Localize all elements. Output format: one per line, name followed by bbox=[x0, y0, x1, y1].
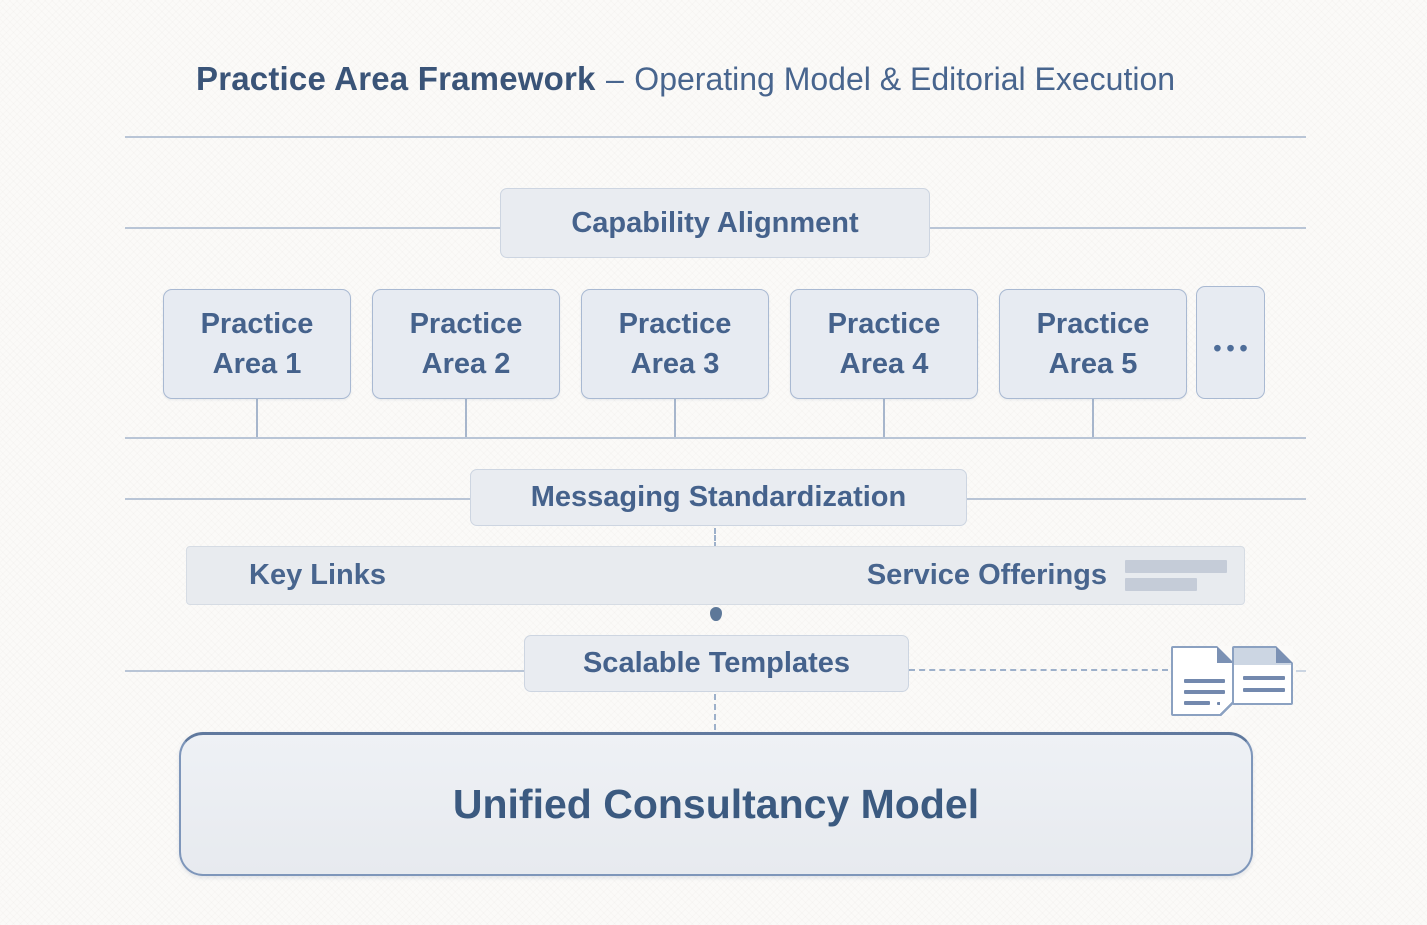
practice-area-4-box: Practice Area 4 bbox=[790, 289, 978, 399]
connector-line bbox=[1092, 399, 1094, 437]
page-title: Practice Area Framework – Operating Mode… bbox=[196, 60, 1175, 98]
connector-line bbox=[256, 399, 258, 437]
capability-alignment-box: Capability Alignment bbox=[500, 188, 930, 258]
dashed-connector bbox=[909, 669, 1168, 671]
practice-area-2-box: Practice Area 2 bbox=[372, 289, 560, 399]
title-separator: – bbox=[606, 61, 624, 97]
page-fold-icon bbox=[1217, 646, 1234, 663]
scalable-templates-label: Scalable Templates bbox=[582, 647, 851, 679]
practice-area-1-label: Practice Area 1 bbox=[200, 307, 314, 380]
connector-line bbox=[674, 399, 676, 437]
capability-alignment-label: Capability Alignment bbox=[571, 206, 859, 239]
dashed-connector bbox=[714, 694, 716, 730]
scalable-templates-box: Scalable Templates bbox=[524, 635, 909, 692]
page-curl-icon bbox=[1220, 702, 1234, 716]
document-page-front-icon bbox=[1232, 646, 1293, 705]
ellipsis-icon: ••• bbox=[1213, 335, 1253, 361]
practice-area-3-box: Practice Area 3 bbox=[581, 289, 769, 399]
service-offerings-label: Service Offerings bbox=[866, 559, 1107, 591]
practice-area-5-box: Practice Area 5 bbox=[999, 289, 1187, 399]
practice-area-1-box: Practice Area 1 bbox=[163, 289, 351, 399]
text-placeholder-line bbox=[1125, 560, 1227, 573]
messaging-standardization-box: Messaging Standardization bbox=[470, 469, 967, 526]
title-primary: Practice Area Framework bbox=[196, 60, 596, 97]
page-fold-icon bbox=[1276, 646, 1293, 663]
dashed-connector bbox=[714, 528, 716, 548]
connector-line bbox=[465, 399, 467, 437]
guide-line-practice-areas bbox=[125, 437, 1306, 439]
guide-line-templates-right bbox=[1296, 670, 1306, 672]
practice-area-5-label: Practice Area 5 bbox=[1036, 307, 1150, 380]
document-page-back-icon bbox=[1171, 646, 1234, 716]
title-secondary: Operating Model & Editorial Execution bbox=[634, 61, 1176, 97]
guide-line-templates-left bbox=[125, 670, 524, 672]
text-placeholder-line bbox=[1125, 578, 1197, 591]
more-practice-areas-box: ••• bbox=[1196, 286, 1265, 399]
messaging-standardization-label: Messaging Standardization bbox=[530, 481, 907, 513]
key-links-label: Key Links bbox=[249, 559, 386, 591]
unified-consultancy-model-label: Unified Consultancy Model bbox=[452, 781, 980, 827]
unified-consultancy-model-box: Unified Consultancy Model bbox=[179, 732, 1253, 876]
practice-area-2-label: Practice Area 2 bbox=[409, 307, 523, 380]
practice-area-3-label: Practice Area 3 bbox=[618, 307, 732, 380]
practice-area-4-label: Practice Area 4 bbox=[827, 307, 941, 380]
divider-line-top bbox=[125, 136, 1306, 138]
links-bar: Key Links Service Offerings bbox=[186, 546, 1245, 605]
service-offerings-group: Service Offerings bbox=[867, 559, 1244, 592]
text-placeholder-bars bbox=[1125, 560, 1227, 591]
connector-line bbox=[883, 399, 885, 437]
flow-dot-icon bbox=[710, 607, 722, 621]
